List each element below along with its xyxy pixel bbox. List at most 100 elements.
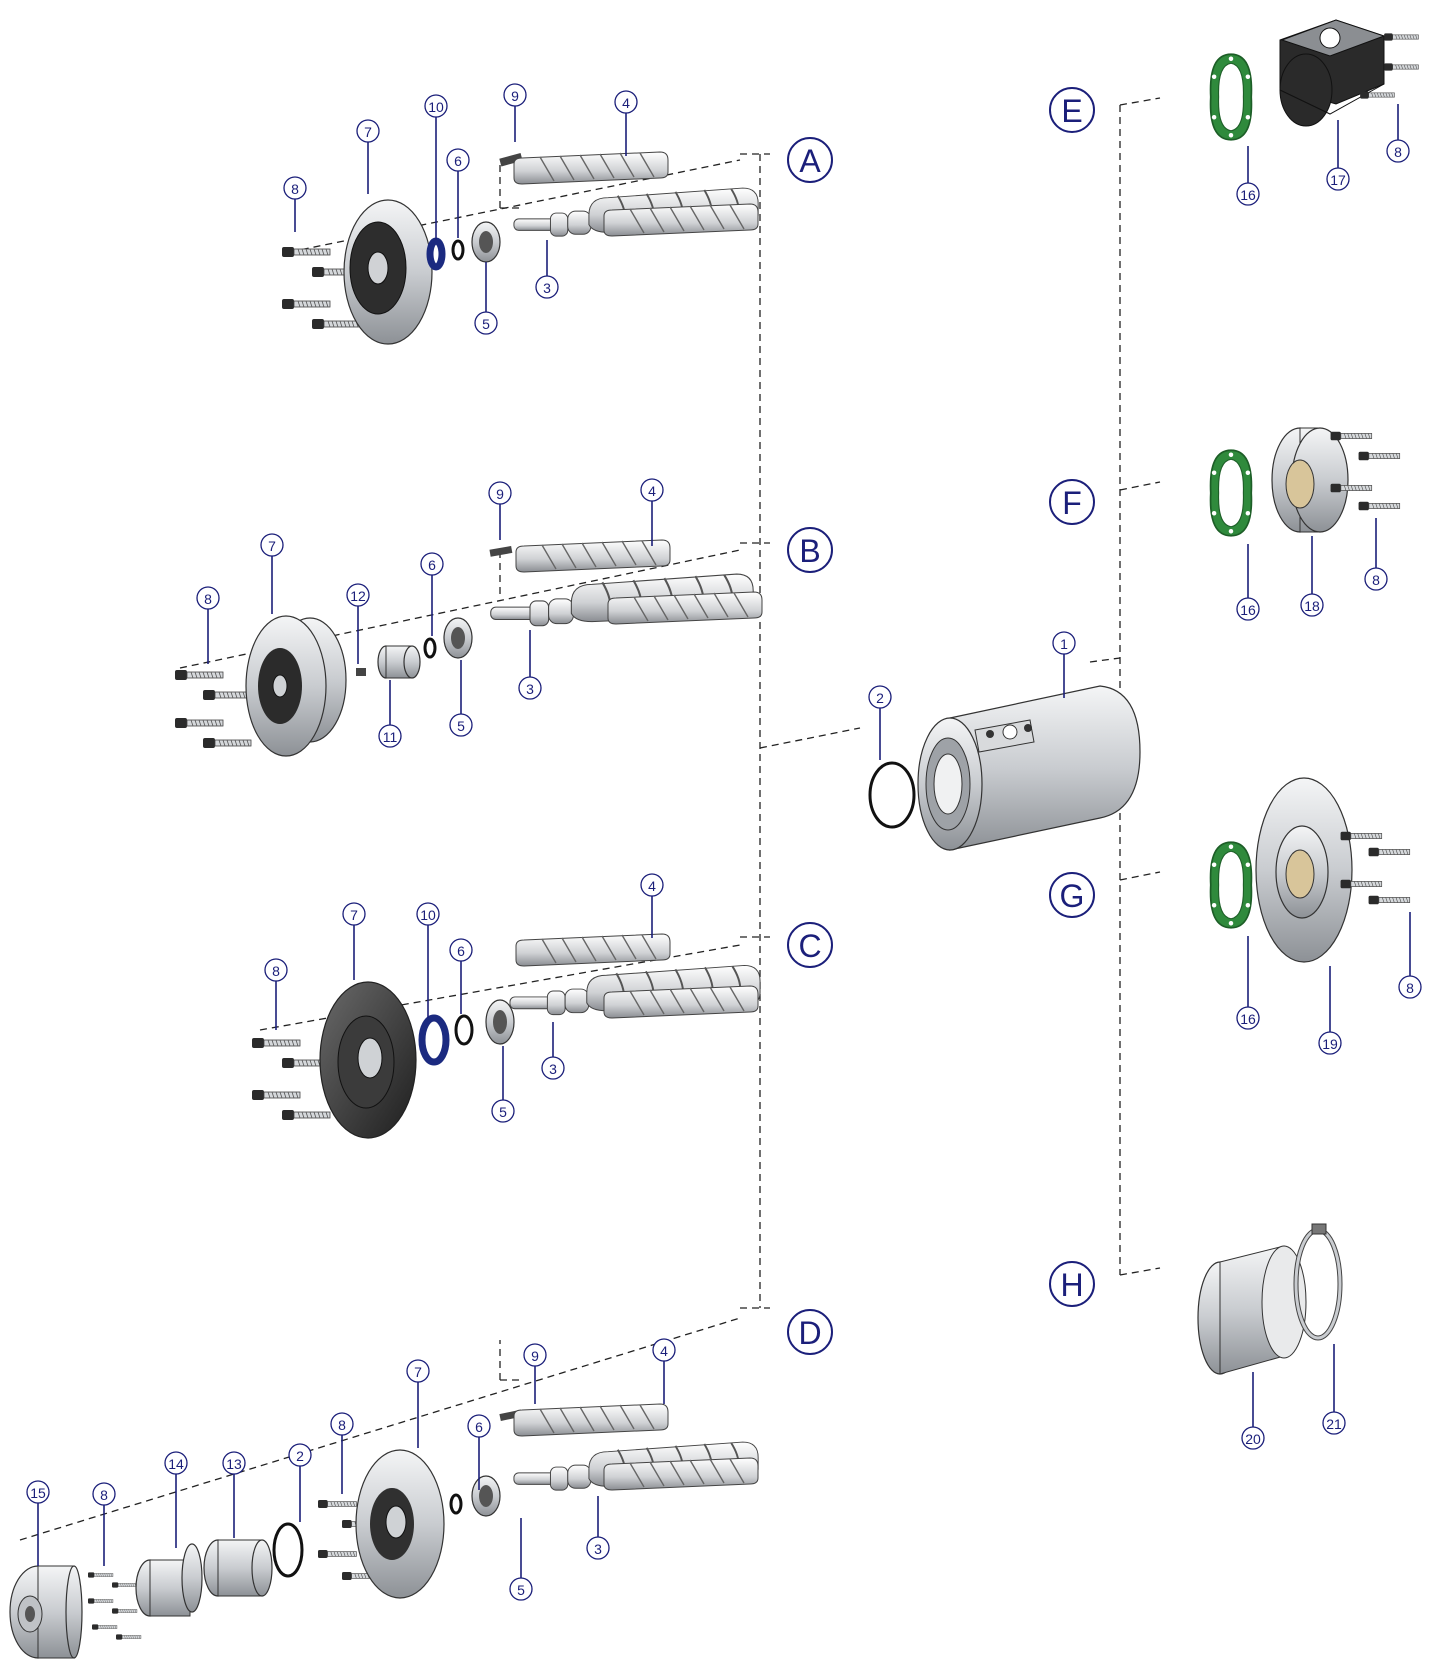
callout-d-6: 6	[467, 1414, 491, 1490]
svg-text:7: 7	[414, 1364, 422, 1380]
section-b-label: B	[799, 533, 820, 569]
svg-text:4: 4	[648, 878, 656, 894]
svg-text:16: 16	[1240, 1011, 1256, 1027]
callout-d-8b: 8	[330, 1412, 354, 1494]
svg-text:7: 7	[364, 124, 372, 140]
svg-text:8: 8	[1406, 980, 1414, 996]
section-c-label: C	[798, 928, 821, 964]
callout-h-20: 20	[1241, 1372, 1265, 1450]
svg-text:17: 17	[1330, 172, 1346, 188]
svg-text:4: 4	[660, 1343, 668, 1359]
callout-f-8: 8	[1364, 518, 1388, 591]
callout-e-8: 8	[1386, 104, 1410, 163]
svg-text:7: 7	[268, 538, 276, 554]
section-e-label: E	[1061, 93, 1082, 129]
callout-b-11: 11	[378, 680, 402, 748]
section-c-marker: C	[787, 922, 833, 968]
callout-d-15: 15	[26, 1480, 50, 1566]
svg-text:6: 6	[428, 557, 436, 573]
svg-text:8: 8	[204, 591, 212, 607]
svg-text:8: 8	[291, 181, 299, 197]
callout-center-1: 1	[1052, 631, 1076, 698]
svg-text:8: 8	[1372, 572, 1380, 588]
section-h-parts	[1197, 1223, 1343, 1375]
callout-b-3: 3	[518, 630, 542, 700]
section-d-marker: D	[787, 1309, 833, 1355]
callout-g-19: 19	[1318, 966, 1342, 1055]
section-g-parts	[1209, 777, 1411, 963]
callout-d-4: 4	[652, 1338, 676, 1404]
callout-e-16: 16	[1236, 146, 1260, 206]
svg-text:3: 3	[543, 280, 551, 296]
svg-text:10: 10	[420, 907, 436, 923]
callout-c-6: 6	[449, 938, 473, 1014]
svg-text:16: 16	[1240, 187, 1256, 203]
callout-d-14: 14	[164, 1451, 188, 1548]
svg-text:5: 5	[457, 718, 465, 734]
callout-h-21: 21	[1322, 1344, 1346, 1435]
svg-text:12: 12	[350, 588, 366, 604]
svg-text:6: 6	[475, 1419, 483, 1435]
section-f-parts	[1209, 427, 1401, 537]
svg-text:5: 5	[482, 316, 490, 332]
callout-a-7: 7	[356, 119, 380, 194]
callout-g-16: 16	[1236, 936, 1260, 1030]
callout-d-2: 2	[288, 1443, 312, 1522]
svg-text:21: 21	[1326, 1416, 1342, 1432]
svg-text:8: 8	[1394, 144, 1402, 160]
section-b-parts	[174, 539, 763, 757]
section-g-label: G	[1060, 878, 1085, 914]
svg-text:2: 2	[296, 1448, 304, 1464]
callout-b-6: 6	[420, 552, 444, 636]
callout-a-10: 10	[424, 94, 448, 240]
callout-b-8: 8	[196, 586, 220, 664]
callout-b-5: 5	[449, 660, 473, 737]
svg-text:2: 2	[876, 690, 884, 706]
svg-text:6: 6	[454, 153, 462, 169]
svg-text:13: 13	[226, 1456, 242, 1472]
svg-text:15: 15	[30, 1485, 46, 1501]
callout-a-9: 9	[503, 83, 527, 142]
callout-g-8: 8	[1398, 912, 1422, 999]
callout-a-3: 3	[535, 240, 559, 299]
section-d-label: D	[798, 1315, 821, 1351]
callout-c-10: 10	[416, 902, 440, 1018]
svg-text:4: 4	[622, 95, 630, 111]
section-f-marker: F	[1049, 479, 1095, 525]
callout-f-16: 16	[1236, 544, 1260, 621]
callout-a-4: 4	[614, 90, 638, 156]
callout-b-7: 7	[260, 533, 284, 614]
callout-c-3: 3	[541, 1022, 565, 1080]
svg-text:19: 19	[1322, 1036, 1338, 1052]
section-b-marker: B	[787, 527, 833, 573]
callout-c-4: 4	[640, 873, 664, 938]
svg-text:8: 8	[272, 963, 280, 979]
callout-c-5: 5	[491, 1046, 515, 1123]
callout-a-6: 6	[446, 148, 470, 238]
callout-c-8: 8	[264, 958, 288, 1030]
svg-text:5: 5	[499, 1104, 507, 1120]
callout-b-9: 9	[488, 481, 512, 540]
svg-text:9: 9	[496, 486, 504, 502]
section-a-parts	[282, 151, 760, 345]
section-h-marker: H	[1049, 1261, 1095, 1307]
callout-d-8a: 8	[92, 1482, 116, 1566]
callout-a-5: 5	[474, 262, 498, 335]
callout-f-18: 18	[1300, 536, 1324, 617]
section-f-label: F	[1062, 485, 1082, 521]
callout-center-2: 2	[868, 685, 892, 760]
callout-b-12: 12	[346, 583, 370, 664]
callout-d-9: 9	[523, 1343, 547, 1404]
svg-text:11: 11	[383, 729, 398, 745]
svg-text:9: 9	[511, 88, 519, 104]
svg-text:18: 18	[1304, 598, 1320, 614]
section-a-marker: A	[787, 137, 833, 183]
section-e-parts	[1209, 19, 1419, 141]
svg-text:14: 14	[168, 1456, 184, 1472]
section-e-marker: E	[1049, 87, 1095, 133]
callout-d-3: 3	[586, 1496, 610, 1560]
svg-text:3: 3	[549, 1061, 557, 1077]
svg-text:6: 6	[457, 943, 465, 959]
callout-a-8: 8	[283, 176, 307, 232]
